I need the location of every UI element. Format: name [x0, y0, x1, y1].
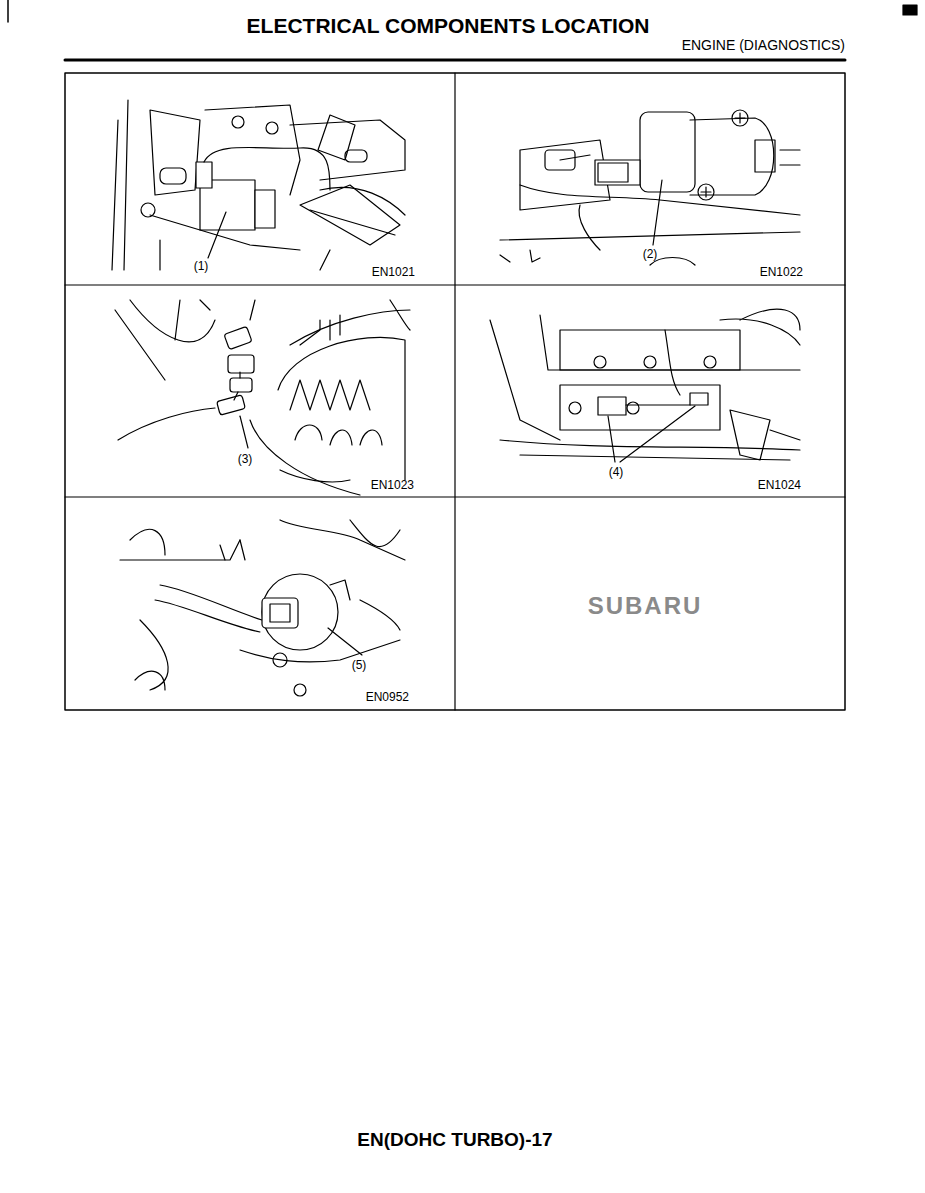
figure-code: EN0952: [366, 691, 409, 704]
callout-number: (2): [643, 248, 658, 261]
brand-watermark: SUBARU: [588, 593, 703, 619]
callout-number: (1): [194, 260, 209, 273]
figure-code: EN1023: [371, 479, 414, 492]
figure-code: EN1021: [372, 266, 415, 279]
page-number: EN(DOHC TURBO)-17: [357, 1130, 552, 1151]
figure-code: EN1024: [758, 479, 801, 492]
section-heading: ENGINE (DIAGNOSTICS): [682, 38, 845, 53]
callout-number: (5): [352, 659, 367, 672]
callout-number: (4): [609, 466, 624, 479]
callout-number: (3): [238, 453, 253, 466]
page-title: ELECTRICAL COMPONENTS LOCATION: [247, 14, 650, 37]
figure-code: EN1022: [760, 266, 803, 279]
